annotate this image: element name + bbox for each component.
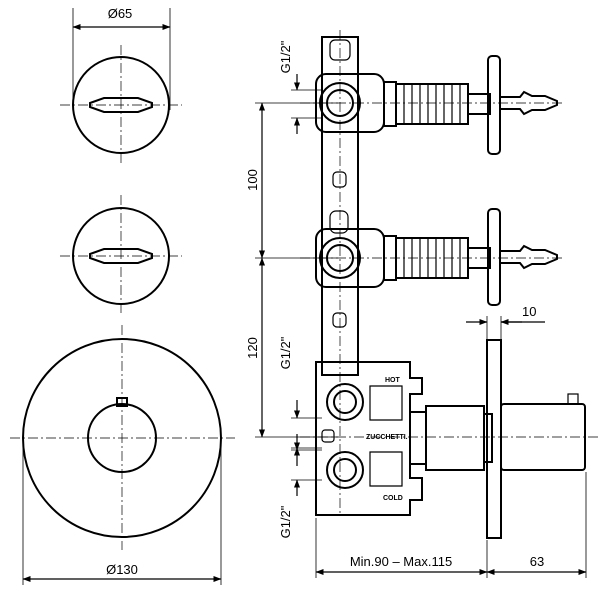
dim-120-label: 120 [245, 337, 260, 359]
upper-spindle-ribs [395, 83, 469, 125]
dim-min-max-label: Min.90 – Max.115 [350, 554, 452, 569]
bottom-dimensions: Min.90 – Max.115 63 [315, 472, 587, 578]
thread-mid-label: G1/2" [278, 336, 293, 369]
thermostatic-body: HOT COLD ZUCCHETTI. [300, 361, 600, 516]
plate-and-handle-side [486, 339, 586, 539]
hot-label: HOT [385, 377, 401, 384]
knob-top-front-view: Ø65 [60, 6, 182, 165]
dim-63-label: 63 [530, 554, 544, 569]
thread-bottom-label: G1/2" [278, 505, 293, 538]
cold-label: COLD [383, 495, 403, 502]
vertical-dimensions: 100 120 [245, 102, 338, 438]
upper-protection-cap [487, 55, 558, 155]
middle-protection-cap [487, 208, 558, 306]
brand-label: ZUCCHETTI. [366, 434, 408, 441]
dim-100-label: 100 [245, 169, 260, 191]
dim-10-label: 10 [522, 304, 536, 319]
dia-65-label: Ø65 [108, 6, 133, 21]
dim-10: 10 [466, 304, 545, 340]
dia-130-label: Ø130 [106, 562, 138, 577]
upper-valve [300, 73, 565, 133]
thermostatic-plate-front-view: Ø130 [10, 325, 235, 585]
lever-handle-middle [89, 248, 153, 264]
middle-valve [300, 228, 565, 288]
mounting-rail [321, 30, 359, 515]
lever-handle-top [89, 97, 153, 113]
thermostatic-cartridge [409, 405, 493, 471]
thread-top-label: G1/2" [278, 40, 293, 73]
knob-middle-front-view [60, 195, 182, 316]
